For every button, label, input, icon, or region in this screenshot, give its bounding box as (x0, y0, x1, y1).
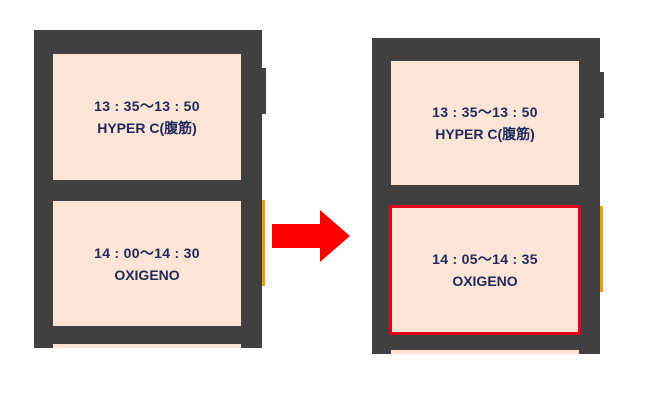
schedule-card: 13 : 35〜13 : 50 HYPER C(腹筋) (391, 61, 579, 185)
panel-edge-block (262, 68, 266, 114)
card-time: 13 : 35〜13 : 50 (432, 104, 538, 120)
schedule-before-panel: 13 : 35〜13 : 50 HYPER C(腹筋) 14 : 00〜14 :… (34, 30, 262, 348)
card-class-name: OXIGENO (114, 266, 180, 283)
card-class-name: HYPER C(腹筋) (435, 126, 535, 142)
schedule-card: 14 : 00〜14 : 30 OXIGENO (53, 201, 241, 326)
card-class-name: OXIGENO (452, 273, 518, 289)
card-time: 14 : 05〜14 : 35 (432, 251, 538, 267)
schedule-card-partial (391, 350, 579, 354)
panel-edge-block (600, 72, 604, 118)
right-arrow-icon (272, 210, 350, 262)
panel-edge-accent (600, 206, 603, 292)
schedule-card-highlighted: 14 : 05〜14 : 35 OXIGENO (389, 205, 581, 335)
card-class-name: HYPER C(腹筋) (97, 120, 197, 136)
schedule-card: 13 : 35〜13 : 50 HYPER C(腹筋) (53, 54, 241, 180)
schedule-after-panel: 13 : 35〜13 : 50 HYPER C(腹筋) 14 : 05〜14 :… (372, 38, 600, 354)
card-time: 14 : 00〜14 : 30 (94, 244, 200, 261)
card-time: 13 : 35〜13 : 50 (94, 98, 200, 114)
schedule-card-partial (53, 344, 241, 348)
panel-edge-accent (262, 200, 265, 286)
